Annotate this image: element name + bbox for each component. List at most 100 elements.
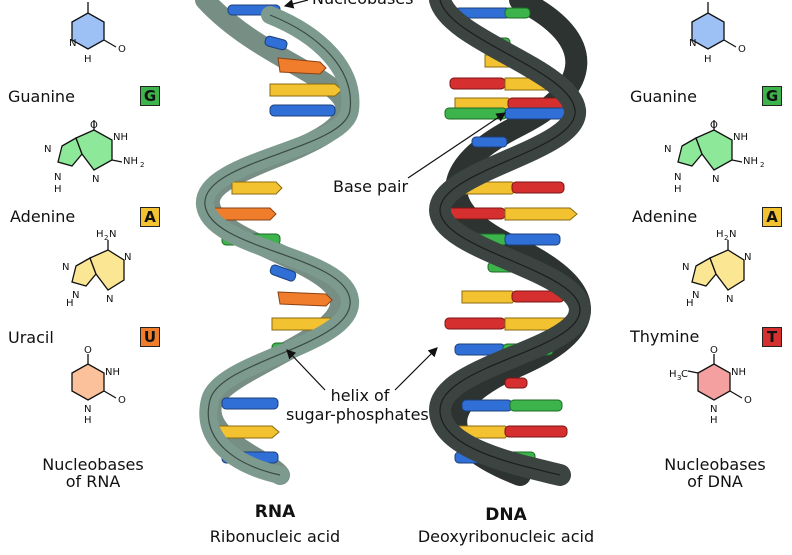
left-badge-adenine: A xyxy=(140,207,160,227)
svg-text:H: H xyxy=(716,229,724,240)
left-base-name-1: Guanine xyxy=(8,87,75,106)
dna-base-adenine xyxy=(461,290,519,304)
svg-text:N: N xyxy=(726,294,733,305)
svg-text:O: O xyxy=(118,44,126,55)
dna-base-thymine xyxy=(504,377,528,389)
rna-title: RNA xyxy=(254,502,296,522)
svg-text:2: 2 xyxy=(104,234,108,242)
left-base-name-3: Uracil xyxy=(8,328,54,347)
rna-base-adenine xyxy=(231,181,283,195)
cytosine-structure-left: H N O xyxy=(69,2,126,65)
left-caption-line1: Nucleobases xyxy=(42,455,144,474)
svg-text:N: N xyxy=(664,144,671,155)
svg-text:H: H xyxy=(686,298,694,306)
svg-text:3: 3 xyxy=(677,374,681,382)
svg-text:O: O xyxy=(710,120,718,131)
rna-base-uracil xyxy=(277,57,327,75)
svg-text:H: H xyxy=(669,369,677,380)
right-badge-adenine: A xyxy=(762,207,782,227)
right-badge-thymine: T xyxy=(762,327,782,347)
svg-text:H: H xyxy=(84,54,92,65)
svg-text:N: N xyxy=(682,262,689,273)
svg-text:N: N xyxy=(710,404,717,415)
left-badge-guanine: G xyxy=(140,86,160,106)
svg-text:O: O xyxy=(710,345,718,356)
svg-text:O: O xyxy=(744,395,752,406)
svg-text:H: H xyxy=(96,229,104,240)
svg-text:N: N xyxy=(744,252,751,263)
right-caption-line1: Nucleobases xyxy=(664,455,766,474)
svg-text:NH: NH xyxy=(113,132,128,143)
rna-base-cytosine xyxy=(264,35,288,51)
svg-text:N: N xyxy=(92,174,99,185)
dna-base-cytosine xyxy=(461,399,513,412)
svg-text:N: N xyxy=(69,38,76,49)
dna-base-cytosine xyxy=(471,136,508,148)
adenine-structure-right: H 2 N N N N N H xyxy=(682,229,751,306)
svg-text:N: N xyxy=(674,172,681,183)
svg-text:O: O xyxy=(738,44,746,55)
right-badge-guanine: G xyxy=(762,86,782,106)
dna-base-thymine xyxy=(449,77,506,90)
dna-base-cytosine xyxy=(504,107,568,120)
dna-base-guanine xyxy=(509,399,563,412)
dna-base-pairs xyxy=(444,7,578,464)
rna-base-adenine xyxy=(269,83,343,97)
dna-base-guanine xyxy=(504,7,531,19)
dna-subtitle: Deoxyribonucleic acid xyxy=(417,527,595,546)
svg-text:NH: NH xyxy=(105,367,120,378)
dna-base-thymine xyxy=(444,317,506,330)
left-caption-line2: of RNA xyxy=(65,472,121,491)
svg-text:N: N xyxy=(62,262,69,273)
rna-front-strand-edge xyxy=(204,14,352,476)
label-helix-line2: sugar-phosphates xyxy=(286,405,429,424)
svg-text:H: H xyxy=(54,184,62,195)
rna-base-cytosine xyxy=(269,264,297,282)
svg-text:H: H xyxy=(704,54,712,65)
dna-base-thymine xyxy=(504,425,568,438)
label-base-pair: Base pair xyxy=(333,177,409,196)
dna-base-thymine xyxy=(511,181,565,194)
svg-text:O: O xyxy=(90,120,98,131)
rna-bases xyxy=(209,4,343,464)
svg-text:N: N xyxy=(54,172,61,183)
arrow-base-pair xyxy=(407,112,506,179)
uracil-structure-left: O NH O N H xyxy=(71,345,126,425)
adenine-structure-left: H 2 N N N N N H xyxy=(62,229,131,306)
cytosine-structure-right: H N O xyxy=(689,2,746,65)
guanine-structure-left: O NH NH 2 N N N H xyxy=(44,120,144,195)
dna-title: DNA xyxy=(485,505,527,525)
svg-text:N: N xyxy=(692,290,699,301)
right-base-name-2: Adenine xyxy=(632,207,698,226)
svg-text:2: 2 xyxy=(140,161,144,169)
left-base-name-2: Adenine xyxy=(10,207,76,226)
svg-text:N: N xyxy=(106,294,113,305)
svg-text:N: N xyxy=(44,144,51,155)
dna-base-adenine xyxy=(504,207,578,221)
svg-text:N: N xyxy=(84,404,91,415)
arrow-helix-dna xyxy=(394,347,438,391)
svg-text:NH: NH xyxy=(743,156,758,167)
svg-text:NH: NH xyxy=(731,367,746,378)
svg-text:2: 2 xyxy=(724,234,728,242)
svg-text:N: N xyxy=(712,174,719,185)
svg-text:C: C xyxy=(681,369,688,380)
left-badge-uracil: U xyxy=(140,327,160,347)
right-base-name-3: Thymine xyxy=(630,327,700,346)
svg-text:N: N xyxy=(124,252,131,263)
svg-text:NH: NH xyxy=(733,132,748,143)
rna-base-cytosine xyxy=(269,104,336,117)
svg-text:H: H xyxy=(84,415,92,425)
dna-base-cytosine xyxy=(504,233,561,246)
guanine-structure-right: O NH NH 2 N N N H xyxy=(664,120,764,195)
svg-text:N: N xyxy=(109,229,116,240)
svg-text:2: 2 xyxy=(760,161,764,169)
rna-subtitle: Ribonucleic acid xyxy=(209,527,341,546)
rna-base-uracil xyxy=(277,291,333,307)
thymine-structure-right: O H 3 C NH O N H xyxy=(669,345,752,425)
svg-text:N: N xyxy=(729,229,736,240)
right-base-name-1: Guanine xyxy=(630,87,697,106)
svg-text:N: N xyxy=(689,38,696,49)
